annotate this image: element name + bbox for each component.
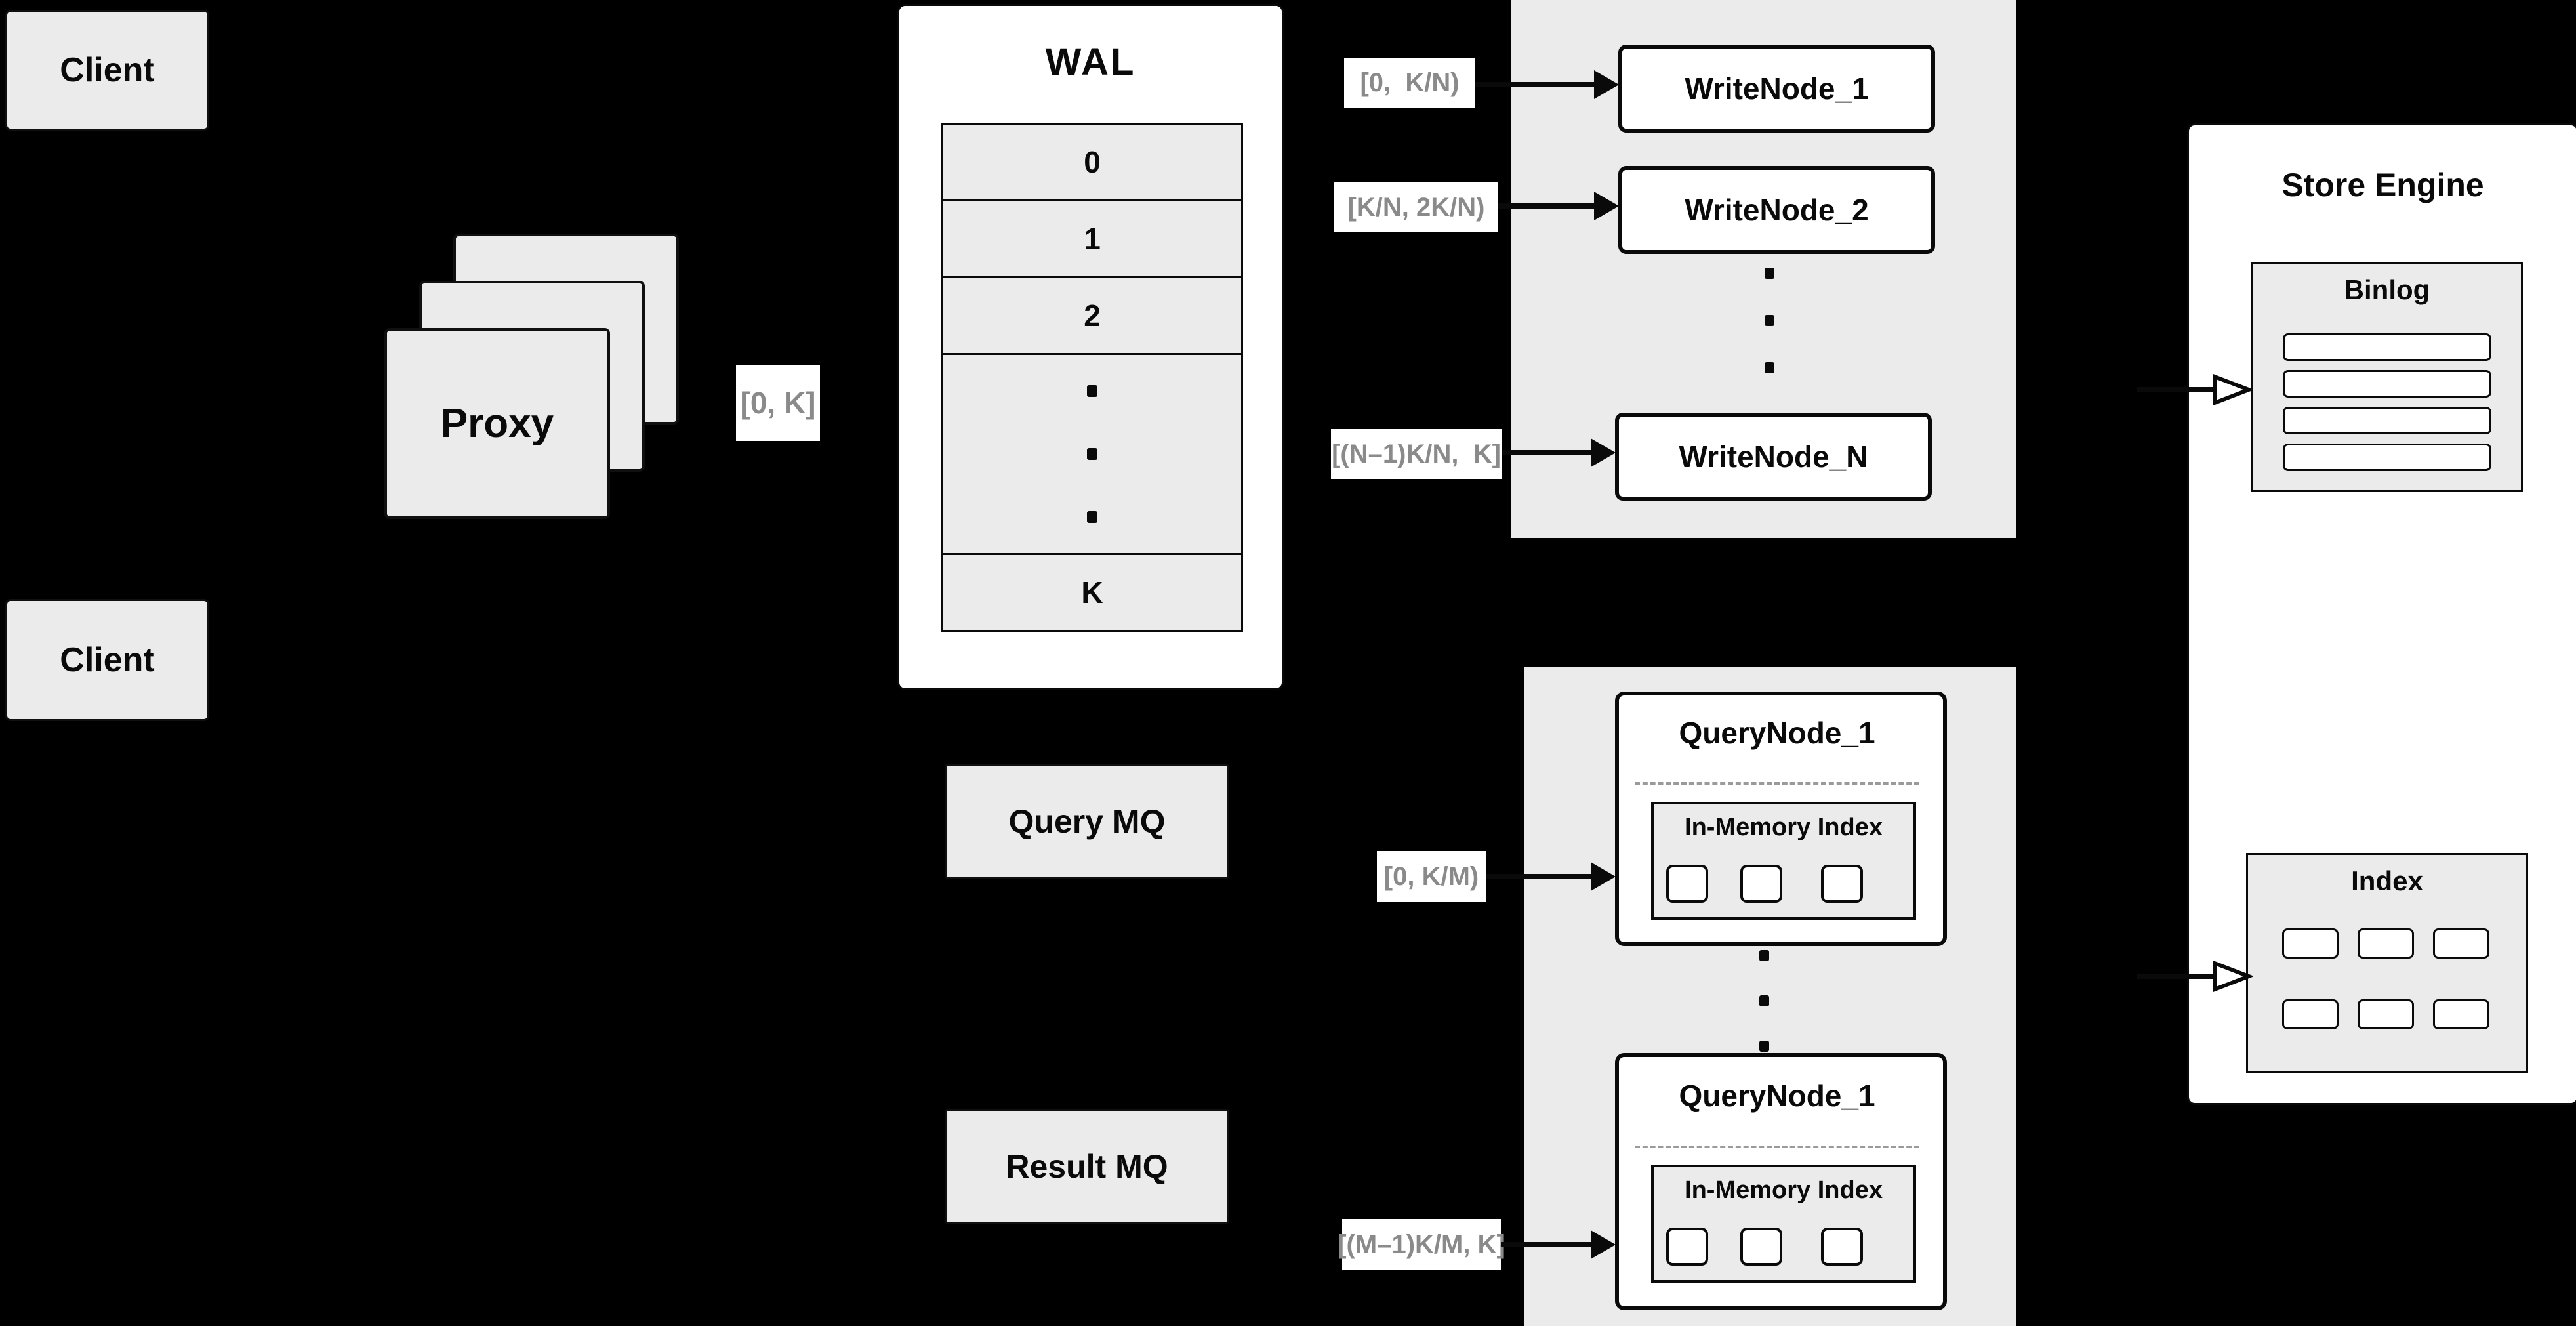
- arrow-to-binlog-head-icon: [2213, 374, 2253, 405]
- query-node-top-segment-1: [1666, 865, 1708, 903]
- index-segment: [2433, 928, 2489, 959]
- arrow-query-m: [1501, 1242, 1594, 1247]
- range-label-query-m: [(M–1)K/M, K]: [1338, 1219, 1505, 1270]
- query-node-top-segment-3: [1821, 865, 1863, 903]
- wal-vertical-ellipsis-icon: [1087, 385, 1097, 524]
- wal-row-2: 2: [943, 278, 1241, 356]
- index-grid: [2282, 928, 2489, 1029]
- binlog-row: [2283, 444, 2491, 471]
- range-label-proxy-wal: [0, K]: [736, 365, 820, 441]
- wal-row-2-text: 2: [1084, 299, 1101, 333]
- proxy-stack: Proxy: [384, 234, 679, 519]
- range-label-write-n-text: [(N–1)K/N, K]: [1332, 439, 1501, 468]
- query-node-top-inmemory-box: In-Memory Index: [1651, 802, 1916, 920]
- arrow-write-2: [1498, 203, 1597, 209]
- query-node-bottom-segment-1: [1666, 1228, 1708, 1266]
- wal-row-k-text: K: [1081, 575, 1103, 610]
- store-engine-title: Store Engine: [2281, 167, 2484, 203]
- range-label-write-1-text: [0, K/N): [1360, 68, 1460, 97]
- query-node-bottom-divider: [1635, 1146, 1919, 1148]
- range-label-query-m-text: [(M–1)K/M, K]: [1338, 1230, 1505, 1259]
- binlog-row: [2283, 333, 2491, 361]
- write-node-1-label: WriteNode_1: [1685, 72, 1869, 106]
- wal-row-ellipsis: [943, 355, 1241, 555]
- arrow-query-m-head-icon: [1591, 1230, 1616, 1259]
- query-node-top-segment-2: [1740, 865, 1782, 903]
- arrow-to-index: [2137, 974, 2217, 979]
- query-mq-box: Query MQ: [945, 764, 1229, 879]
- client-bottom-label: Client: [60, 641, 155, 679]
- proxy-label: Proxy: [440, 401, 554, 446]
- wal-row-k: K: [943, 554, 1241, 630]
- write-group-vertical-ellipsis-icon: [1765, 268, 1774, 373]
- index-segment: [2282, 999, 2339, 1029]
- result-mq-box: Result MQ: [945, 1109, 1229, 1224]
- range-label-write-n: [(N–1)K/N, K]: [1331, 429, 1502, 479]
- wal-row-0: 0: [943, 125, 1241, 202]
- range-label-write-2-text: [K/N, 2K/N): [1347, 192, 1485, 222]
- query-mq-label: Query MQ: [1008, 803, 1166, 840]
- write-node-2-box: WriteNode_2: [1618, 166, 1935, 254]
- query-group-vertical-ellipsis-icon: [1759, 950, 1769, 1052]
- arrow-write-n-head-icon: [1591, 438, 1616, 467]
- arrow-write-2-head-icon: [1594, 192, 1619, 220]
- write-node-n-label: WriteNode_N: [1679, 440, 1868, 474]
- wal-panel: WAL 0 1 2 K: [897, 4, 1284, 690]
- range-label-query-1-text: [0, K/M): [1383, 861, 1479, 891]
- binlog-rows: [2283, 333, 2491, 471]
- query-node-bottom-title: QueryNode_1: [1679, 1079, 1875, 1113]
- range-label-proxy-wal-text: [0, K]: [740, 386, 816, 420]
- index-segment: [2433, 999, 2489, 1029]
- index-segment: [2358, 928, 2414, 959]
- arrow-query-1: [1486, 874, 1594, 879]
- arrow-write-1: [1475, 82, 1597, 87]
- query-node-bottom-inmemory-title: In-Memory Index: [1685, 1176, 1883, 1204]
- result-mq-label: Result MQ: [1006, 1148, 1168, 1185]
- write-node-n-box: WriteNode_N: [1615, 413, 1932, 501]
- range-label-query-1: [0, K/M): [1377, 851, 1486, 902]
- wal-row-0-text: 0: [1084, 145, 1101, 180]
- query-node-bottom-segment-3: [1821, 1228, 1863, 1266]
- index-title: Index: [2351, 865, 2423, 896]
- query-node-top-inmemory-title: In-Memory Index: [1685, 814, 1883, 841]
- query-node-top-title: QueryNode_1: [1679, 716, 1875, 750]
- binlog-row: [2283, 407, 2491, 434]
- arrow-to-binlog: [2137, 387, 2217, 392]
- arrow-write-1-head-icon: [1594, 70, 1619, 99]
- store-engine-panel: Store Engine Binlog Index: [2187, 123, 2576, 1105]
- binlog-title: Binlog: [2344, 274, 2430, 305]
- index-segment: [2282, 928, 2339, 959]
- wal-table: 0 1 2 K: [941, 123, 1243, 632]
- arrow-to-index-head-icon: [2213, 961, 2253, 992]
- binlog-row: [2283, 370, 2491, 398]
- client-box-top: Client: [5, 10, 209, 131]
- client-top-label: Client: [60, 51, 155, 89]
- query-node-bottom-segment-2: [1740, 1228, 1782, 1266]
- range-label-write-1: [0, K/N): [1344, 58, 1475, 108]
- wal-row-1: 1: [943, 201, 1241, 279]
- query-node-top-divider: [1635, 782, 1919, 785]
- arrow-write-n: [1502, 450, 1594, 455]
- index-segment: [2358, 999, 2414, 1029]
- write-node-2-label: WriteNode_2: [1685, 193, 1869, 227]
- wal-row-1-text: 1: [1084, 222, 1101, 257]
- client-box-bottom: Client: [5, 599, 209, 721]
- arrow-query-1-head-icon: [1591, 862, 1616, 891]
- wal-title: WAL: [1045, 41, 1136, 83]
- binlog-box: Binlog: [2251, 262, 2523, 492]
- index-box: Index: [2246, 853, 2528, 1073]
- range-label-write-2: [K/N, 2K/N): [1334, 182, 1498, 232]
- proxy-card-front: Proxy: [384, 328, 610, 519]
- write-node-1-box: WriteNode_1: [1618, 45, 1935, 133]
